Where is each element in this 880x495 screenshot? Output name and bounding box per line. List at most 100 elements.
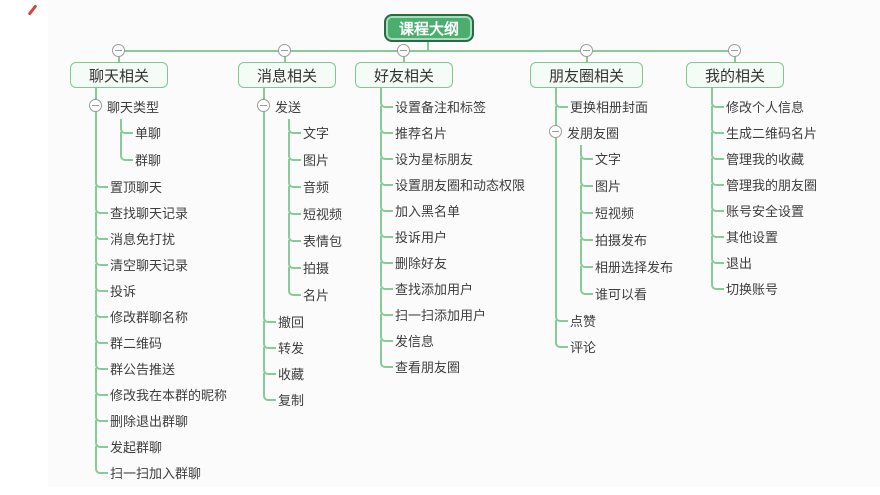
topic-node[interactable]: 相册选择发布 — [580, 253, 673, 280]
topic-node[interactable]: 群聊 — [120, 146, 227, 173]
branch-node[interactable]: 我的相关 — [686, 62, 785, 88]
topic-label: 名片 — [303, 288, 330, 303]
topic-node[interactable]: 切换账号 — [711, 275, 817, 301]
topic-item: 更换相册封面 — [555, 93, 673, 119]
topic-node[interactable]: 表情包 — [288, 227, 342, 254]
topic-node[interactable]: 设置备注和标签 — [380, 93, 525, 119]
topic-node[interactable]: 收藏 — [263, 360, 342, 386]
topic-node[interactable]: 管理我的收藏 — [711, 145, 817, 171]
topic-node[interactable]: 短视频 — [288, 200, 342, 227]
topic-node[interactable]: 图片 — [580, 172, 673, 199]
topic-node[interactable]: 群公告推送 — [95, 355, 227, 381]
topic-label: 聊天类型 — [107, 99, 160, 115]
topic-label: 修改群聊名称 — [110, 309, 189, 325]
collapse-icon[interactable] — [728, 44, 741, 57]
branch-node[interactable]: 消息相关 — [238, 62, 337, 88]
topic-node[interactable]: 点赞 — [555, 307, 673, 333]
collapse-icon[interactable] — [112, 44, 125, 57]
topic-node[interactable]: 消息免打扰 — [95, 225, 227, 251]
topic-node[interactable]: 短视频 — [580, 199, 673, 226]
topic-node[interactable]: 评论 — [555, 333, 673, 359]
topic-node[interactable]: 修改我在本群的昵称 — [95, 381, 227, 407]
topic-node[interactable]: 发送 — [257, 93, 342, 119]
topic-node[interactable]: 发起群聊 — [95, 433, 227, 459]
topic-node[interactable]: 加入黑名单 — [380, 197, 525, 223]
collapse-icon[interactable] — [89, 99, 102, 112]
topic-node[interactable]: 转发 — [263, 334, 342, 360]
topic-node[interactable]: 删除好友 — [380, 249, 525, 275]
topic-node[interactable]: 复制 — [263, 386, 342, 412]
topic-node[interactable]: 名片 — [288, 281, 342, 308]
topic-item: 图片 — [580, 172, 673, 199]
root-connector — [427, 42, 429, 51]
topic-item: 投诉用户 — [380, 223, 525, 249]
topic-node[interactable]: 音频 — [288, 173, 342, 200]
topic-node[interactable]: 撤回 — [263, 308, 342, 334]
topic-node[interactable]: 管理我的朋友圈 — [711, 171, 817, 197]
trunk-stub — [555, 88, 557, 93]
topic-item: 发起群聊 — [95, 433, 227, 459]
topic-node[interactable]: 发信息 — [380, 327, 525, 353]
topic-node[interactable]: 查找添加用户 — [380, 275, 525, 301]
topic-node[interactable]: 扫一扫添加用户 — [380, 301, 525, 327]
branch-node[interactable]: 聊天相关 — [70, 62, 169, 88]
trunk-stub — [95, 88, 97, 93]
topic-node[interactable]: 账号安全设置 — [711, 197, 817, 223]
topic-item: 收藏 — [263, 360, 342, 386]
topic-item: 加入黑名单 — [380, 197, 525, 223]
topic-label: 扫一扫添加用户 — [395, 307, 487, 323]
collapse-icon[interactable] — [580, 44, 593, 57]
topic-node[interactable]: 清空聊天记录 — [95, 251, 227, 277]
topic-label: 生成二维码名片 — [726, 125, 818, 141]
topic-label: 点赞 — [570, 313, 597, 329]
collapse-icon[interactable] — [278, 44, 291, 57]
topic-node[interactable]: 投诉 — [95, 277, 227, 303]
branch-node[interactable]: 好友相关 — [355, 62, 454, 88]
topic-node[interactable]: 修改群聊名称 — [95, 303, 227, 329]
topic-item: 设为星标朋友 — [380, 145, 525, 171]
topic-node[interactable]: 拍摄 — [288, 254, 342, 281]
topic-node[interactable]: 扫一扫加入群聊 — [95, 459, 227, 485]
topic-label: 文字 — [303, 126, 330, 141]
topic-node[interactable]: 发朋友圈 — [549, 119, 673, 145]
topic-node[interactable]: 生成二维码名片 — [711, 119, 817, 145]
branch-node[interactable]: 朋友圈相关 — [530, 62, 644, 88]
topic-node[interactable]: 推荐名片 — [380, 119, 525, 145]
topic-label: 发信息 — [395, 333, 435, 349]
topic-node[interactable]: 聊天类型 — [89, 93, 227, 119]
topic-node[interactable]: 删除退出群聊 — [95, 407, 227, 433]
topic-item: 删除好友 — [380, 249, 525, 275]
topic-label: 退出 — [726, 255, 753, 271]
collapse-icon[interactable] — [549, 125, 562, 138]
topic-label: 切换账号 — [726, 281, 779, 297]
topic-node[interactable]: 退出 — [711, 249, 817, 275]
topic-node[interactable]: 查找聊天记录 — [95, 199, 227, 225]
root-node[interactable]: 课程大纲 — [384, 14, 475, 42]
collapse-icon[interactable] — [397, 44, 410, 57]
topic-list: 修改个人信息生成二维码名片管理我的收藏管理我的朋友圈账号安全设置其他设置退出切换… — [711, 93, 817, 301]
topic-node[interactable]: 置顶聊天 — [95, 173, 227, 199]
branch-label: 聊天相关 — [89, 67, 150, 85]
topic-label: 发送 — [275, 99, 302, 115]
collapse-icon[interactable] — [257, 99, 270, 112]
topic-node[interactable]: 图片 — [288, 146, 342, 173]
topic-label: 投诉 — [110, 283, 137, 299]
topic-label: 群公告推送 — [110, 361, 176, 377]
topic-node[interactable]: 文字 — [288, 119, 342, 146]
topic-node[interactable]: 设置朋友圈和动态权限 — [380, 171, 525, 197]
topic-node[interactable]: 设为星标朋友 — [380, 145, 525, 171]
topic-node[interactable]: 查看朋友圈 — [380, 353, 525, 379]
topic-list: 文字图片短视频拍摄发布相册选择发布谁可以看 — [555, 145, 673, 307]
topic-item: 表情包 — [288, 227, 342, 254]
topic-item: 置顶聊天 — [95, 173, 227, 199]
topic-node[interactable]: 单聊 — [120, 119, 227, 146]
topic-node[interactable]: 更换相册封面 — [555, 93, 673, 119]
topic-node[interactable]: 修改个人信息 — [711, 93, 817, 119]
topic-node[interactable]: 群二维码 — [95, 329, 227, 355]
topic-item: 查找添加用户 — [380, 275, 525, 301]
topic-node[interactable]: 投诉用户 — [380, 223, 525, 249]
topic-node[interactable]: 文字 — [580, 145, 673, 172]
topic-node[interactable]: 其他设置 — [711, 223, 817, 249]
topic-node[interactable]: 拍摄发布 — [580, 226, 673, 253]
topic-node[interactable]: 谁可以看 — [580, 280, 673, 307]
